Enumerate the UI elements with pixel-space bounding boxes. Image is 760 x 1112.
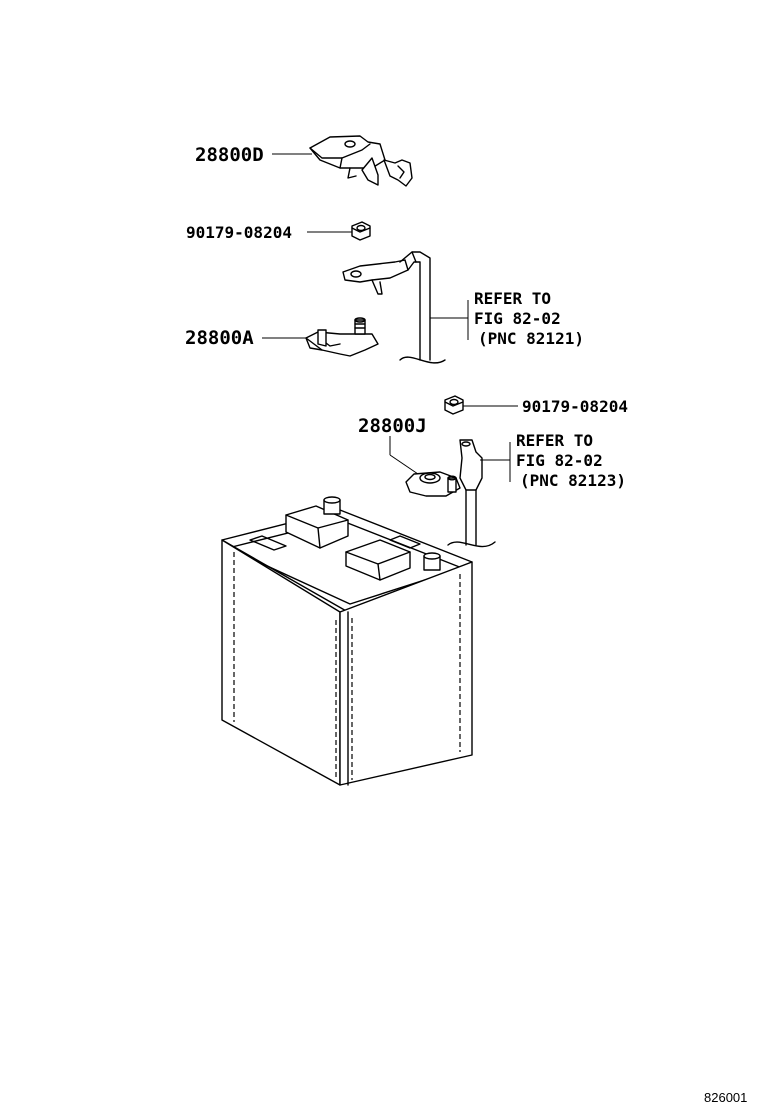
figure-code: 826001: [704, 1090, 747, 1105]
positive-terminal-drawing: [305, 317, 379, 357]
reference-lower-line3: (PNC 82123): [520, 471, 626, 490]
terminal-cover-drawing: [309, 135, 413, 187]
nut-upper-drawing: [351, 221, 371, 241]
reference-lower-line1: REFER TO: [516, 431, 593, 450]
reference-lower-line2: FIG 82-02: [516, 451, 603, 470]
reference-upper-line1: REFER TO: [474, 289, 551, 308]
battery-drawing: [221, 496, 473, 786]
negative-terminal-drawing: [405, 471, 461, 497]
nut-lower-drawing: [444, 395, 464, 415]
part-label-terminal-cover: 28800D: [195, 144, 264, 166]
negative-cable-drawing: [447, 439, 496, 548]
reference-upper-line3: (PNC 82121): [478, 329, 584, 348]
part-label-negative-terminal: 28800J: [358, 415, 427, 437]
positive-cable-drawing: [342, 251, 446, 364]
part-label-nut-upper: 90179-08204: [186, 223, 292, 242]
part-label-nut-lower: 90179-08204: [522, 397, 628, 416]
reference-upper-line2: FIG 82-02: [474, 309, 561, 328]
leader-line-negative-terminal-2: [389, 454, 419, 475]
part-label-positive-terminal: 28800A: [185, 327, 254, 349]
